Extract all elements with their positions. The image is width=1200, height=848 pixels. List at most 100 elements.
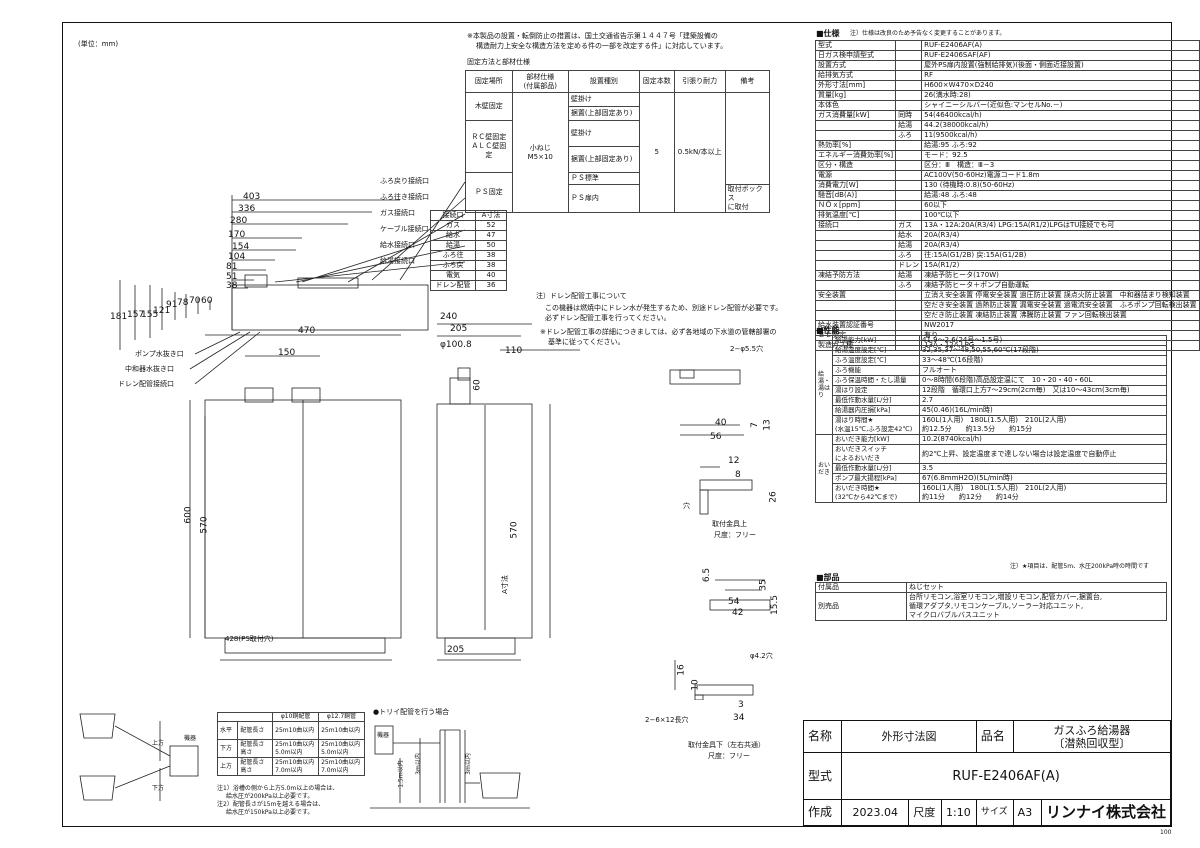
perf-cell-v: 160L(1人用) 180L(1.5人用) 210L(2人用) 約11分 約12… — [919, 483, 1167, 503]
bracket2-42: 42 — [732, 608, 744, 618]
parts-value: ねじセット — [906, 582, 1167, 593]
dim-155: 155 — [141, 310, 159, 320]
a-port: ガス — [430, 220, 476, 231]
bracket2-35: 35 — [758, 579, 769, 591]
dim-side-a: A寸法 — [500, 575, 509, 594]
pipe-row-dir: 下方 — [216, 739, 239, 758]
spec-cell-k — [814, 280, 897, 291]
perf-cell-k: 湯はり設定 — [832, 385, 920, 396]
tb-name-value: 外形寸法図 — [841, 719, 977, 754]
spec-cell-v: 凍結予防ヒータ＋ポンプ自動運転 — [921, 280, 1200, 291]
dim-157: 157 — [127, 310, 145, 320]
perf-row: ポンプ最大揚程[kPa]67(6.8mmH2O)(5L/min時) — [816, 473, 1167, 484]
spec-cell-s — [895, 310, 923, 321]
spec-row: 凍結予防方法給湯凍結予防ヒータ(170W) — [814, 270, 1200, 281]
spec-row: エネルギー消費効率[%]モード：92.5 — [814, 150, 1200, 161]
spec-cell-k: 排気温度[℃] — [814, 210, 897, 221]
bracket2-slot: 2−6×12長穴 — [645, 716, 689, 724]
fix-type: 壁掛け — [567, 92, 640, 107]
perf-note: 注）★項目は、配管5m、水圧200kPa時の時間です — [1010, 563, 1149, 570]
bracket2-title: 取付金具下（左右共通） — [688, 741, 765, 749]
tb-model-label: 型式 — [802, 752, 843, 800]
perf-cell-v: 3.5 — [919, 463, 1167, 474]
perf-cell-k: 最低作動水量[L/分] — [832, 463, 920, 474]
spec-row: 空だき防止装置 凍結防止装置 沸騰防止装置 ファン回転検出装置 — [814, 310, 1200, 321]
dim-front-470: 470 — [298, 326, 316, 336]
bracket1-40: 40 — [715, 418, 727, 428]
a-value: 52 — [475, 220, 507, 231]
spec-cell-s — [895, 60, 923, 71]
spec-cell-s: 給湯 — [895, 240, 923, 251]
bath-diagram — [79, 713, 199, 801]
fix-type: 据置(上部固定あり) — [567, 146, 640, 173]
bracket1-26: 26 — [768, 491, 779, 503]
tray-dim-a: 1.5m以内 — [397, 760, 405, 788]
a-value: 47 — [475, 230, 507, 241]
perf-cell-k: 給湯器内圧損[kPa] — [832, 405, 920, 416]
spec-cell-v: 26(満水時:28) — [921, 90, 1200, 101]
tray-diagram — [370, 725, 530, 809]
perf-cell-k: ポンプ最大揚程[kPa] — [832, 473, 920, 484]
dim-side-pipe: φ100.8 — [440, 340, 472, 350]
parts-table: 付属品 ねじセット 別売品 台所リモコン,浴室リモコン,増設リモコン,配管カバー… — [815, 582, 1167, 621]
perf-cell-v: フルオート — [919, 365, 1167, 376]
fix-header-parts: 部材仕様 (付属部品) — [511, 70, 569, 93]
label-gas: ガス接続口 — [380, 209, 415, 217]
bracket2-16: 16 — [676, 664, 687, 676]
bracket2-scale: 尺度：フリー — [708, 752, 750, 760]
bracket2-hole: φ4.2穴 — [750, 652, 773, 660]
dim-60: 60 — [201, 296, 213, 306]
spec-cell-v: AC100V(50-60Hz)電源コード1.8m — [921, 170, 1200, 181]
tb-scale-label: 尺度 — [908, 798, 943, 827]
spec-cell-k — [814, 230, 897, 241]
perf-cell-k: 給湯能力[kW] — [832, 335, 920, 346]
bracket1-title: 取付金具上 — [712, 520, 747, 528]
parts-value: 台所リモコン,浴室リモコン,増設リモコン,配管カバー,据置台, 循環アダプタ,リ… — [906, 592, 1167, 621]
spec-cell-k: エネルギー消費効率[%] — [814, 150, 897, 161]
spec-cell-v: 20A(R3/4) — [921, 230, 1200, 241]
spec-cell-v: 20A(R3/4) — [921, 240, 1200, 251]
dim-front-570: 570 — [199, 516, 210, 534]
spec-row: 質量[kg]26(満水時:28) — [814, 90, 1200, 101]
spec-row: 消費電力[W]130 (待機時:0.8)(50-60Hz) — [814, 180, 1200, 191]
spec-cell-k: ＮＯｘ[ppm] — [814, 200, 897, 211]
dim-side-60: 60 — [472, 379, 483, 391]
tb-product-value-1: ガスふろ給湯器 — [1053, 723, 1131, 737]
fix-tensile: 0.5kN/本以上 — [673, 92, 726, 213]
spec-cell-k — [814, 120, 897, 131]
tb-product-label: 品名 — [975, 719, 1014, 754]
spec-row: 安全装置立消え安全装置 停電安全装置 過圧防止装置 誤点火防止装置 中和器詰まり… — [814, 290, 1200, 301]
tb-product-value-2: 〔潜熱回収型〕 — [1053, 736, 1131, 750]
pipe-note-4: 給水圧が150kPa以上必要です。 — [226, 809, 314, 816]
fix-method-title: 固定方法と部材仕様 — [467, 58, 530, 66]
perf-cell-v: 2.7 — [919, 395, 1167, 406]
spec-cell-s — [895, 140, 923, 151]
drain-note-4: ※ドレン配管工事の詳細につきましては、必ず各地域の下水道の管轄部署の — [540, 328, 777, 336]
perf-cell-k: ふろ保温時間・たし湯量 — [832, 375, 920, 386]
pipe-note-1: 注1）浴槽の側から上方5.0m以上の場合は、 — [217, 785, 339, 792]
bracket2-155: 15.5 — [770, 594, 781, 616]
dim-181: 181 — [110, 312, 128, 322]
perf-cell-v: 45(0.46)(16L/min時) — [919, 405, 1167, 416]
dim-91: 91 — [166, 300, 178, 310]
perf-cell-v: 67(6.8mmH2O)(5L/min時) — [919, 473, 1167, 484]
pipe-row-val: 25m10曲以内 — [318, 721, 365, 740]
spec-cell-k — [814, 130, 897, 141]
dim-side-240: 240 — [440, 312, 458, 322]
dim-side-205b: 205 — [447, 645, 465, 655]
spec-cell-v: 給湯:95 ふろ:92 — [921, 140, 1200, 151]
spec-cell-v: 130 (待機時:0.8)(50-60Hz) — [921, 180, 1200, 191]
pipe-label-down: 下方 — [152, 785, 165, 792]
spec-cell-v: 100℃以下 — [921, 210, 1200, 221]
perf-cell-k: 湯はり時間★ (水温15℃,ふろ設定42℃) — [832, 415, 920, 435]
spec-cell-s — [895, 200, 923, 211]
spec-cell-v: 立消え安全装置 停電安全装置 過圧防止装置 誤点火防止装置 中和器詰まり検知装置 — [921, 290, 1200, 301]
a-value: 36 — [475, 280, 507, 291]
spec-cell-k: 接続口 — [814, 220, 897, 231]
spec-row: 外形寸法[mm]H600×W470×D240 — [814, 80, 1200, 91]
perf-title: ■性能 — [816, 326, 840, 335]
spec-cell-v: RF — [921, 70, 1200, 81]
